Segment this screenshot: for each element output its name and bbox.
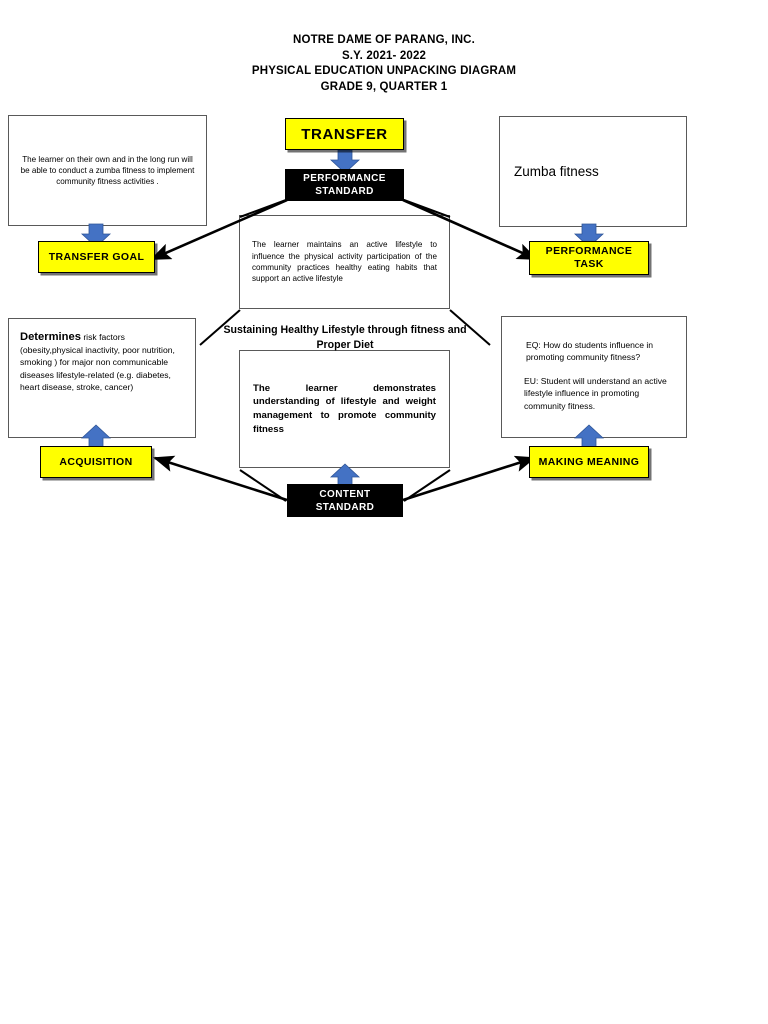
node-performance-task-label: PERFORMANCE TASK <box>545 245 633 270</box>
title-line-schoolyear: S.Y. 2021- 2022 <box>341 49 427 62</box>
node-performance-standard-label: PERFORMANCE STANDARD <box>303 173 386 197</box>
acquisition-lead-word: Determines <box>20 331 81 343</box>
acquisition-description-box: Determines risk factors (obesity,physica… <box>8 318 196 438</box>
node-making-meaning-label: MAKING MEANING <box>538 455 640 468</box>
node-performance-task[interactable]: PERFORMANCE TASK <box>529 241 649 275</box>
node-making-meaning[interactable]: MAKING MEANING <box>529 446 649 478</box>
node-transfer-label: TRANSFER <box>301 125 388 143</box>
frame-line-ps-left <box>239 199 287 218</box>
node-performance-standard[interactable]: PERFORMANCE STANDARD <box>285 169 404 201</box>
node-transfer[interactable]: TRANSFER <box>285 118 404 150</box>
acquisition-body-text: risk factors (obesity,physical inactivit… <box>20 332 175 393</box>
acquisition-description-text: Determines risk factors (obesity,physica… <box>9 319 195 394</box>
page-title: NOTRE DAME OF PARANG, INC. S.Y. 2021- 20… <box>0 33 768 95</box>
node-acquisition[interactable]: ACQUISITION <box>40 446 152 478</box>
making-meaning-eq-text: EQ: How do students influence in promoti… <box>526 340 654 363</box>
transfer-goal-description-box: The learner on their own and in the long… <box>8 115 207 226</box>
blue-arrow-down-performance-task <box>573 223 605 248</box>
connector-ps-to-transfer-goal <box>150 198 288 261</box>
theme-label: Sustaining Healthy Lifestyle through fit… <box>223 324 467 351</box>
performance-task-description-text: Zumba fitness <box>514 164 599 179</box>
node-acquisition-label: ACQUISITION <box>59 455 133 468</box>
node-content-standard-label: CONTENT STANDARD <box>315 488 375 513</box>
node-transfer-goal[interactable]: TRANSFER GOAL <box>38 241 155 273</box>
title-line-grade: GRADE 9, QUARTER 1 <box>320 80 448 93</box>
blue-arrow-down-transfer-goal <box>80 223 112 248</box>
transfer-goal-description-text: The learner on their own and in the long… <box>20 154 195 187</box>
frame-line-theme-right <box>449 309 491 346</box>
title-line-school: NOTRE DAME OF PARANG, INC. <box>293 34 475 46</box>
frame-line-ps-right <box>403 199 451 218</box>
blue-arrow-up-making-meaning <box>573 424 605 449</box>
performance-task-description-box: Zumba fitness <box>499 116 687 227</box>
frame-line-theme-left <box>199 309 241 346</box>
blue-arrow-up-acquisition <box>80 424 112 449</box>
making-meaning-description-box: EQ: How do students influence in promoti… <box>501 316 687 438</box>
making-meaning-eu-text: EU: Student will understand an active li… <box>524 375 667 411</box>
content-standard-description-text: The learner demonstrates understanding o… <box>253 382 436 435</box>
performance-standard-description-text: The learner maintains an active lifestyl… <box>252 240 437 284</box>
frame-line-cs-left <box>239 469 287 502</box>
connector-ps-to-performance-task <box>402 198 538 261</box>
title-line-subject: PHYSICAL EDUCATION UNPACKING DIAGRAM <box>251 65 517 77</box>
node-content-standard[interactable]: CONTENT STANDARD <box>287 484 403 517</box>
frame-line-cs-right <box>403 469 451 502</box>
node-transfer-goal-label: TRANSFER GOAL <box>48 250 145 263</box>
connector-cs-to-making-meaning <box>402 455 536 502</box>
blue-arrow-down-transfer <box>329 149 361 174</box>
performance-standard-description-box: The learner maintains an active lifestyl… <box>239 215 450 309</box>
connector-cs-to-acquisition <box>153 455 288 502</box>
